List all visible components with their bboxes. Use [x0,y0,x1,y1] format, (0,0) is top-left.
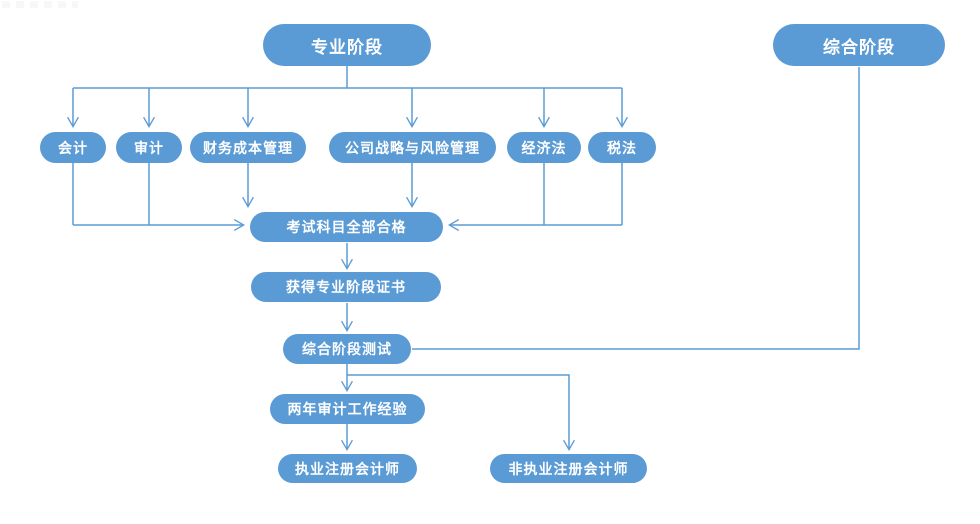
node-work-experience: 两年审计工作经验 [270,394,425,424]
node-subject-economic-law: 经济法 [507,132,581,163]
node-subject-tax-law: 税法 [588,132,656,163]
node-subject-financial-cost-management: 财务成本管理 [190,132,306,163]
node-comprehensive-stage: 综合阶段 [773,24,945,66]
node-subject-auditing: 审计 [116,132,182,163]
node-subject-accounting: 会计 [40,132,106,163]
connector-comp-to-test [412,67,860,350]
node-practicing-cpa: 执业注册会计师 [278,454,417,483]
node-pass-all-subjects: 考试科目全部合格 [250,212,443,242]
node-non-practicing-cpa: 非执业注册会计师 [490,454,647,483]
node-professional-stage: 专业阶段 [263,24,431,66]
node-professional-certificate: 获得专业阶段证书 [251,272,441,302]
node-comprehensive-test: 综合阶段测试 [283,334,411,364]
node-subject-strategy-risk-management: 公司战略与风险管理 [329,132,496,163]
watermark-artifact [2,1,78,8]
